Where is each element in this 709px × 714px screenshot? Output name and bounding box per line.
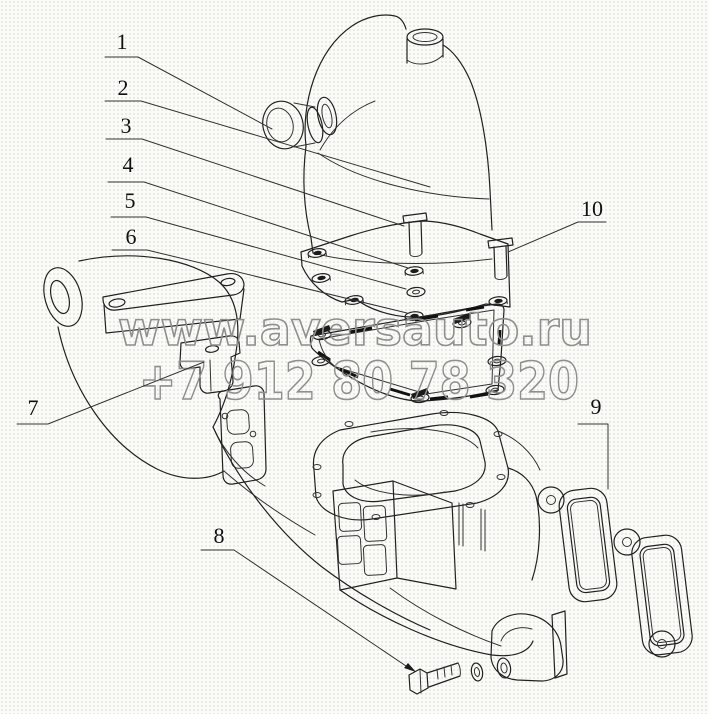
callout-2-label: 2 xyxy=(118,75,129,100)
callout-5-label: 5 xyxy=(125,188,136,213)
stud-right xyxy=(487,237,514,280)
callout-10-leader xyxy=(507,221,607,253)
cap-seal-ring xyxy=(316,96,338,136)
elbow-gasket xyxy=(309,303,508,405)
callout-4-label: 4 xyxy=(123,152,134,177)
callout-6-label: 6 xyxy=(126,224,137,249)
callout-9-leader xyxy=(577,423,609,490)
callout-1-label: 1 xyxy=(117,29,128,54)
outlet-elbow xyxy=(303,14,493,264)
callout-9-label: 9 xyxy=(591,394,602,419)
callout-3-label: 3 xyxy=(121,113,132,138)
callout-2-leader xyxy=(104,100,431,188)
stud-left xyxy=(402,212,428,257)
callout-7-leader xyxy=(16,361,205,425)
neck-opening-inner xyxy=(412,32,438,42)
callout-labels: 1 2 3 4 5 6 7 8 9 10 xyxy=(28,29,604,548)
neck-opening-outer xyxy=(406,28,444,46)
callout-8-label: 8 xyxy=(214,523,225,548)
support-bar-plate xyxy=(102,272,245,334)
callout-8-arrowhead xyxy=(404,663,416,672)
callout-5-leader xyxy=(110,216,407,290)
callout-1-leader xyxy=(104,56,273,130)
side-gasket xyxy=(537,486,693,658)
hex-bolt xyxy=(408,662,461,695)
watermark-line1: www.aversauto.ru xyxy=(118,302,592,356)
callout-10-label: 10 xyxy=(581,196,603,221)
callout-8-leader xyxy=(200,549,410,669)
filler-cap xyxy=(262,100,324,150)
watermark: www.aversauto.ru +7 912 80 78 320 xyxy=(117,301,593,413)
watermark-line2: +7 912 80 78 320 xyxy=(139,352,579,412)
callout-7-label: 7 xyxy=(28,395,39,420)
callout-4-leader xyxy=(107,181,409,269)
manifold-body xyxy=(212,385,568,682)
bolt-washers xyxy=(470,657,512,682)
callout-lines xyxy=(16,56,609,672)
elbow-flange xyxy=(300,220,511,318)
callout-6-leader xyxy=(111,249,408,314)
callout-3-leader xyxy=(105,138,405,227)
